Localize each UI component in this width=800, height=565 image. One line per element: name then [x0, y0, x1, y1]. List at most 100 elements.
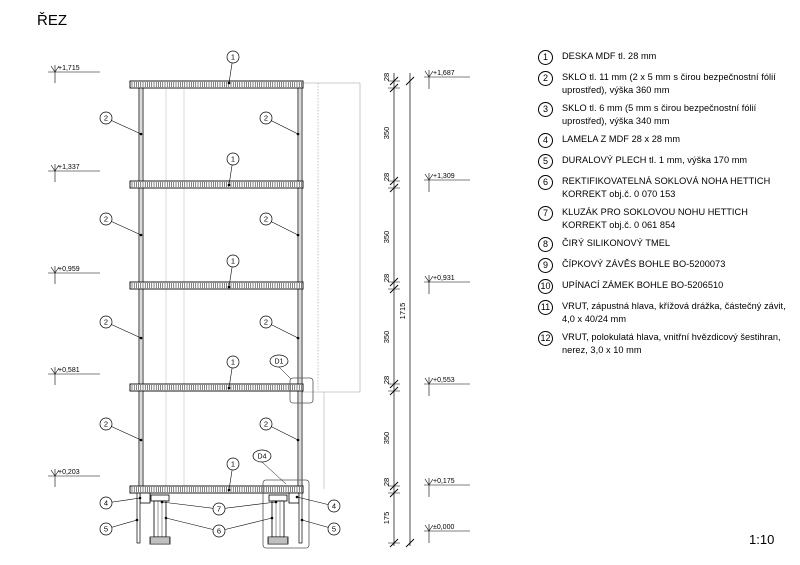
legend-text: DESKA MDF tl. 28 mm [562, 51, 657, 61]
callout-1: 1 [226, 355, 240, 390]
level-marker: +1,715 [48, 65, 100, 83]
legend-text: ČIRÝ SILIKONOVÝ TMEL [562, 238, 671, 248]
plinth-foot [149, 494, 171, 545]
dimension-tick [405, 76, 415, 86]
level-marker: +0,931 [424, 275, 470, 294]
callout-number: 2 [264, 114, 268, 123]
dimension-tick [405, 538, 415, 548]
callout-7: 7 [160, 500, 278, 516]
mdf-shelf [129, 80, 304, 89]
legend-text: VRUT, zápustná hlava, křížová drážka, čá… [562, 301, 786, 324]
callout-number: 7 [217, 505, 221, 514]
callout-2: 2 [99, 417, 143, 442]
dimension-label: 175 [382, 512, 391, 525]
callout-number: 1 [231, 155, 235, 164]
level-marker: +0,581 [48, 367, 100, 385]
callout-2: 2 [99, 111, 143, 136]
dimension-label: 28 [382, 274, 391, 282]
level-marker: +0,175 [424, 478, 470, 497]
callout-2: 2 [259, 212, 300, 237]
drawing-scale: 1:10 [749, 532, 775, 547]
legend-text: VRUT, polokulatá hlava, vnitřní hvězdico… [562, 332, 781, 355]
legend-item: 7 KLUZÁK PRO SOKLOVOU NOHU HETTICH KORREK… [538, 206, 793, 231]
level-label: +0,553 [433, 377, 455, 384]
callout-number: 1 [231, 460, 235, 469]
dural-sheet [136, 492, 141, 544]
legend-item: 8 ČIRÝ SILIKONOVÝ TMEL [538, 237, 793, 252]
callout-6: 6 [164, 516, 274, 538]
dural-sheet [298, 492, 303, 544]
legend-text: KLUZÁK PRO SOKLOVOU NOHU HETTICH KORREKT… [562, 207, 748, 230]
level-label: +1,715 [58, 65, 80, 72]
legend-number: 3 [538, 102, 553, 117]
callout-number: 5 [104, 525, 108, 534]
legend-number: 8 [538, 237, 553, 252]
callout-1: 1 [226, 50, 240, 85]
callout-number: 2 [104, 318, 108, 327]
callout-number: 6 [217, 527, 221, 536]
legend-text: ČÍPKOVÝ ZÁVĚS BOHLE BO-5200073 [562, 259, 726, 269]
callout-number: 2 [264, 420, 268, 429]
level-label: ±0,000 [433, 524, 454, 531]
legend-item: 5 DURALOVÝ PLECH tl. 1 mm, výška 170 mm [538, 154, 793, 169]
dimension-label: 28 [382, 173, 391, 181]
level-label: +0,203 [58, 469, 80, 476]
level-label: +0,175 [433, 478, 455, 485]
legend-number: 7 [538, 206, 553, 221]
level-marker: +0,959 [48, 266, 100, 284]
level-marker: +1,687 [424, 70, 470, 89]
callout-5: 5 [99, 518, 139, 536]
level-marker: +1,309 [424, 173, 470, 192]
callout-number: 1 [231, 257, 235, 266]
mdf-shelf [129, 180, 304, 189]
dimension-label: 350 [382, 127, 391, 140]
detail-label: D4 [258, 454, 267, 461]
callout-number: 4 [332, 502, 336, 511]
callout-1: 1 [226, 457, 240, 492]
callout-2: 2 [99, 315, 143, 340]
plinth-foot [267, 494, 289, 545]
callout-number: 2 [264, 318, 268, 327]
callout-2: 2 [259, 417, 300, 442]
level-label: +1,687 [433, 70, 455, 77]
legend-number: 6 [538, 175, 553, 190]
callout-number: 5 [332, 525, 336, 534]
legend-item: 1 DESKA MDF tl. 28 mm [538, 50, 793, 65]
mdf-lamella [139, 492, 151, 504]
callout-number: 2 [104, 215, 108, 224]
mdf-shelf [129, 485, 304, 494]
dimension-label: 350 [382, 432, 391, 445]
callout-number: 1 [231, 358, 235, 367]
level-label: +0,959 [58, 266, 80, 273]
legend-number: 11 [538, 300, 553, 315]
legend-number: 1 [538, 50, 553, 65]
level-label: +1,309 [433, 173, 455, 180]
detail-box [289, 377, 314, 404]
callout-1: 1 [226, 152, 240, 187]
level-marker: +1,337 [48, 164, 100, 182]
dimension-label: 28 [382, 376, 391, 384]
callout-5: 5 [300, 518, 341, 536]
callout-2: 2 [259, 315, 300, 340]
level-label: +0,931 [433, 275, 455, 282]
legend-text: UPÍNACÍ ZÁMEK BOHLE BO-5206510 [562, 280, 724, 290]
detail-marker: D1 [269, 354, 289, 368]
callout-2: 2 [259, 111, 300, 136]
callout-2: 2 [99, 212, 143, 237]
detail-label: D1 [275, 359, 284, 366]
callout-number: 2 [264, 215, 268, 224]
legend-number: 4 [538, 133, 553, 148]
legend-text: SKLO tl. 6 mm (5 mm s čirou bezpečnostní… [562, 103, 757, 126]
callout-1: 1 [226, 254, 240, 289]
legend-text: DURALOVÝ PLECH tl. 1 mm, výška 170 mm [562, 155, 748, 165]
legend-number: 5 [538, 154, 553, 169]
mdf-shelf [129, 281, 304, 290]
